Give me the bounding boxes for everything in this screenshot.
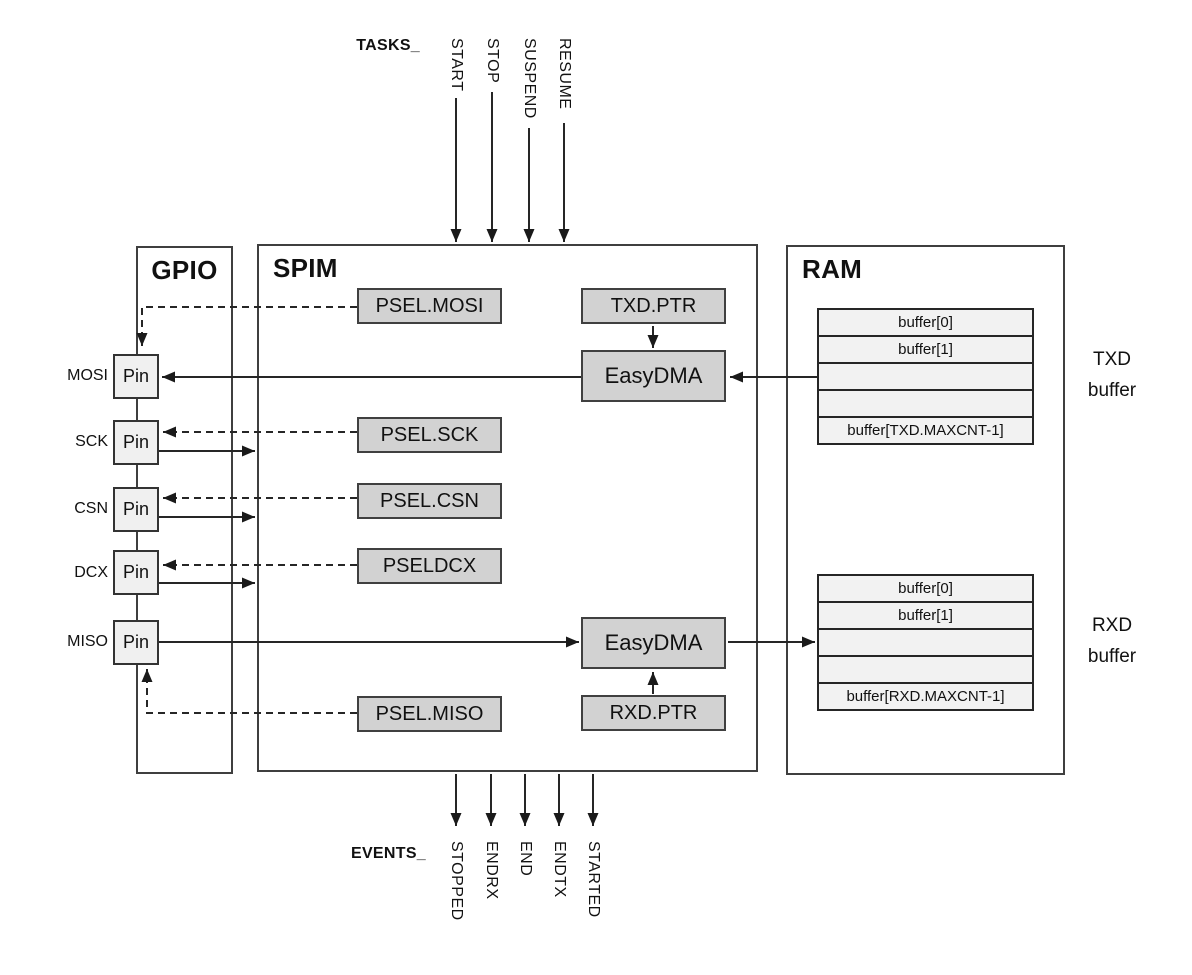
rxd-buffer-table: buffer[0] buffer[1] buffer[RXD.MAXCNT-1] (817, 574, 1034, 711)
pin-name-miso: MISO (67, 633, 108, 650)
pin-name-mosi: MOSI (67, 367, 108, 384)
txd-buffer-label: TXD buffer (1087, 349, 1137, 401)
register-rxd-ptr: RXD.PTR (581, 695, 726, 731)
pin-name-dcx: DCX (74, 564, 108, 581)
task-label-suspend: SUSPEND (521, 38, 538, 119)
event-label-stopped: STOPPED (448, 841, 465, 921)
ram-title: RAM (802, 254, 863, 284)
register-psel-mosi: PSEL.MOSI (357, 288, 502, 324)
txd-buffer-row: buffer[0] (898, 314, 953, 331)
register-psel-csn: PSEL.CSN (357, 483, 502, 519)
event-label-started: STARTED (585, 841, 602, 918)
pin-box-sck: Pin (113, 420, 159, 465)
event-label-end: END (517, 841, 534, 877)
pin-box-mosi: Pin (113, 354, 159, 399)
rxd-buffer-row: buffer[1] (819, 601, 1032, 628)
rxd-buffer-row (819, 628, 1032, 655)
register-psel-miso: PSEL.MISO (357, 696, 502, 732)
rxd-buffer-label: RXD buffer (1087, 615, 1137, 667)
register-txd-ptr: TXD.PTR (581, 288, 726, 324)
spim-box: SPIM (257, 244, 758, 772)
task-label-stop: STOP (484, 38, 501, 84)
rxd-buffer-row (819, 655, 1032, 682)
easydma-tx-box: EasyDMA (581, 350, 726, 402)
txd-buffer-table: buffer[0] buffer[1] buffer[TXD.MAXCNT-1] (817, 308, 1034, 445)
spim-title: SPIM (273, 253, 338, 283)
easydma-rx-box: EasyDMA (581, 617, 726, 669)
txd-buffer-row (819, 362, 1032, 389)
tasks-prefix-label: TASKS_ (356, 37, 420, 54)
pin-box-csn: Pin (113, 487, 159, 532)
rxd-buffer-row: buffer[0] (898, 580, 953, 597)
rxd-buffer-row: buffer[RXD.MAXCNT-1] (819, 682, 1032, 709)
event-label-endrx: ENDRX (483, 841, 500, 900)
txd-buffer-row (819, 389, 1032, 416)
pin-name-csn: CSN (74, 500, 108, 517)
task-label-start: START (448, 38, 465, 92)
register-psel-sck: PSEL.SCK (357, 417, 502, 453)
txd-buffer-row: buffer[1] (819, 335, 1032, 362)
register-psel-dcx: PSELDCX (357, 548, 502, 584)
pin-box-miso: Pin (113, 620, 159, 665)
pin-box-dcx: Pin (113, 550, 159, 595)
event-label-endtx: ENDTX (551, 841, 568, 898)
txd-buffer-row: buffer[TXD.MAXCNT-1] (819, 416, 1032, 443)
task-label-resume: RESUME (556, 38, 573, 110)
gpio-title: GPIO (151, 255, 218, 285)
pin-name-sck: SCK (75, 433, 108, 450)
events-prefix-label: EVENTS_ (350, 845, 426, 862)
